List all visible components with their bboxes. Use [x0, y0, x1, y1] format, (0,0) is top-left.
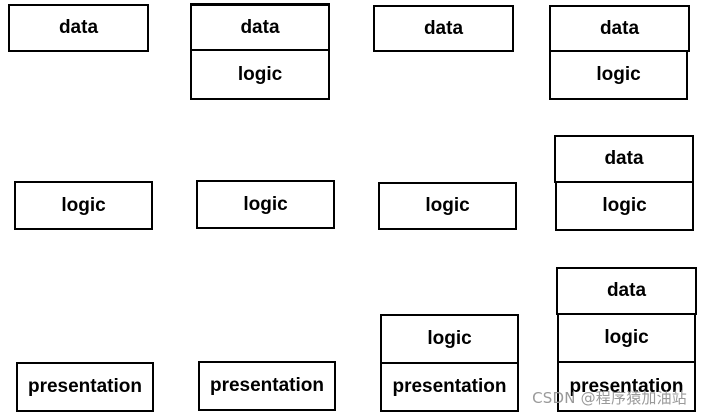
col4-logic-box-middle: logic [555, 181, 694, 231]
col4-logic-box-top: logic [549, 50, 688, 100]
col3-data-box: data [373, 5, 514, 52]
watermark-text: CSDN @程序猿加油站 [532, 389, 687, 407]
col2-logic-box-top: logic [190, 49, 330, 100]
col2-data-box: data [190, 3, 330, 51]
col3-logic-box-middle: logic [378, 182, 517, 230]
col1-logic-box: logic [14, 181, 153, 230]
col4-presentation-box: presentation [557, 361, 696, 412]
col3-presentation-box: presentation [380, 362, 519, 412]
col4-data-box-top: data [549, 5, 690, 52]
col4-logic-box-bottom: logic [557, 313, 696, 363]
col4-data-box-bottom: data [556, 267, 697, 315]
col1-presentation-box: presentation [16, 362, 154, 412]
col2-presentation-box: presentation [198, 361, 336, 411]
col4-data-box-middle: data [554, 135, 694, 183]
col3-logic-box-bottom: logic [380, 314, 519, 364]
col2-logic-box-middle: logic [196, 180, 335, 229]
col1-data-box: data [8, 4, 149, 52]
